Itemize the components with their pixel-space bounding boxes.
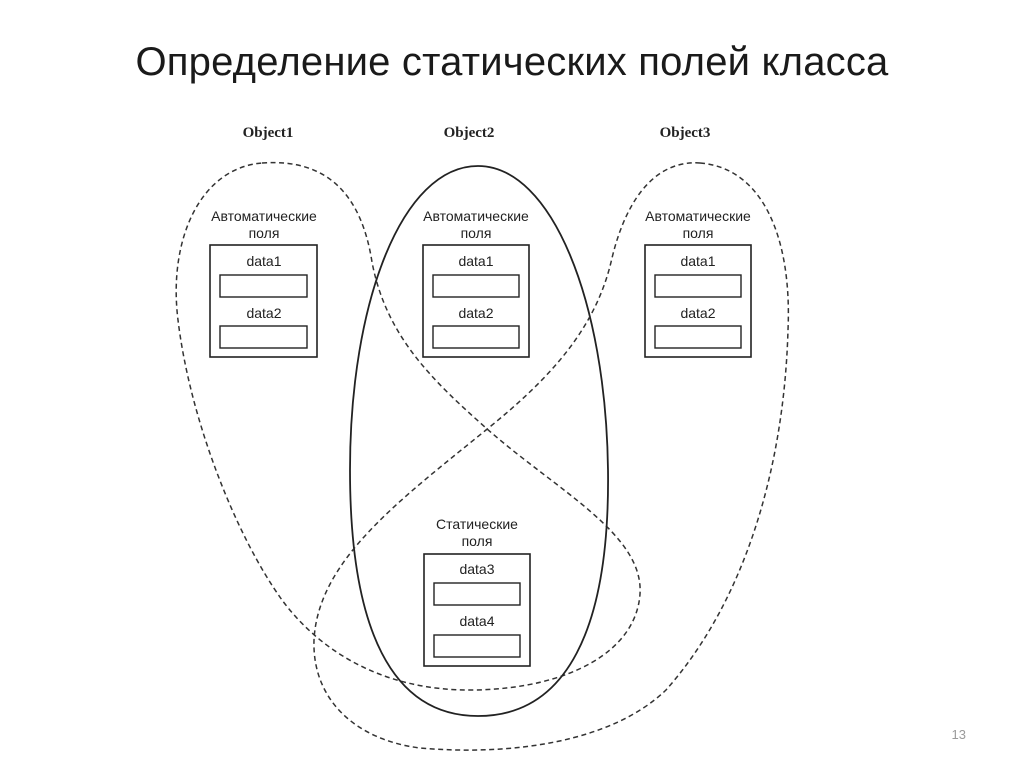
object1-data1-label: data1	[246, 253, 281, 269]
object1-label: Object1	[243, 125, 294, 141]
object2-data1-slot	[432, 274, 520, 298]
object3-data1-slot	[654, 274, 742, 298]
page-number: 13	[951, 727, 966, 742]
object1-auto-label-line1: Автоматические	[211, 208, 317, 224]
object2-auto-label-line2: поля	[461, 225, 492, 241]
object2-data2-label: data2	[458, 305, 493, 321]
object2-data1-label: data1	[458, 253, 493, 269]
static-fields-label-line2: поля	[462, 533, 493, 549]
object3-boundary	[313, 162, 790, 751]
object1-data2-slot	[219, 325, 308, 349]
object1-data1-slot	[219, 274, 308, 298]
object1-data2-label: data2	[246, 305, 281, 321]
object3-label: Object3	[660, 125, 711, 141]
static-data4-slot	[433, 634, 521, 658]
object1-boundary	[175, 161, 641, 691]
object2-auto-label-line1: Автоматические	[423, 208, 529, 224]
object3-data1-label: data1	[680, 253, 715, 269]
static-fields-label-line1: Статические	[436, 516, 518, 532]
object3-data2-label: data2	[680, 305, 715, 321]
object3-data2-slot	[654, 325, 742, 349]
object2-data2-slot	[432, 325, 520, 349]
static-data3-slot	[433, 582, 521, 606]
object1-auto-label-line2: поля	[249, 225, 280, 241]
object2-label: Object2	[444, 125, 495, 141]
object3-auto-label-line1: Автоматические	[645, 208, 751, 224]
slide-title: Определение статических полей класса	[135, 40, 889, 84]
object3-auto-label-line2: поля	[683, 225, 714, 241]
static-data4-label: data4	[459, 613, 494, 629]
static-data3-label: data3	[459, 561, 494, 577]
